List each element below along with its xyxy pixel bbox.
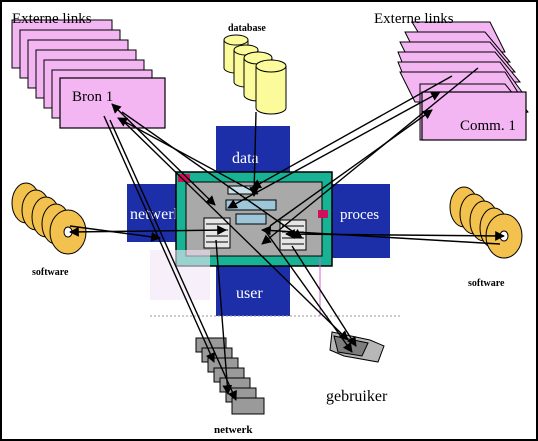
network-label: netwerk [214,424,253,436]
comm-1-label: Comm. 1 [460,118,516,134]
gebruiker-device [329,331,385,363]
external-links-left-stack [11,19,166,129]
gebruiker-label: gebruiker [326,388,388,405]
source-1-label: Bron 1 [72,89,113,105]
netwerk-box-label: netwerk [130,206,182,223]
database-label: database [228,23,266,34]
software-left-disks [11,182,87,255]
proces-box-label: proces [340,207,379,223]
user-box-label: user [236,285,263,302]
user-box [216,266,290,316]
external-links-right-label: Externe links [374,11,454,27]
database-cylinders [223,34,287,115]
software-left-label: software [32,267,69,278]
external-links-left-label: Externe links [12,11,92,27]
network-devices [195,337,265,415]
connection-arrows [69,67,505,401]
software-right-label: software [468,278,505,289]
software-right-disks [449,186,523,259]
